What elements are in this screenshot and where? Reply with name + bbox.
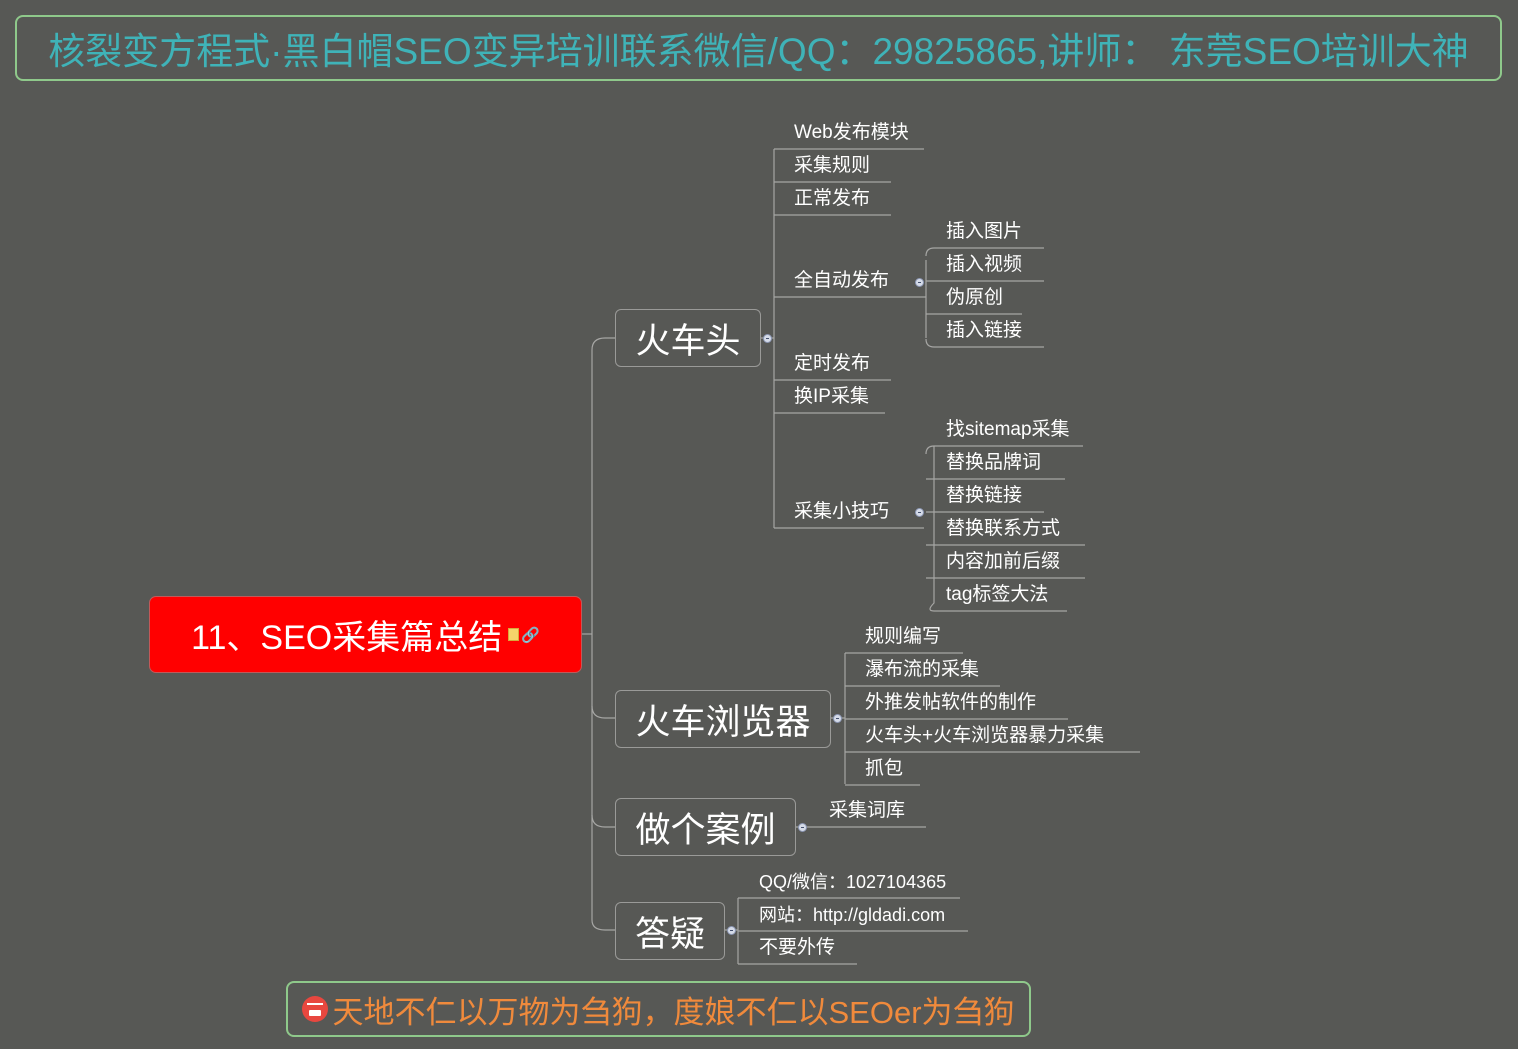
topic-item[interactable]: 采集小技巧 xyxy=(794,501,890,522)
branch-qa[interactable]: 答疑 xyxy=(615,902,725,960)
header-banner: 核裂变方程式·黑白帽SEO变异培训联系微信/QQ：29825865,讲师： 东莞… xyxy=(15,15,1502,81)
topic-item[interactable]: 全自动发布 xyxy=(794,270,890,291)
collapse-toggle-icon[interactable] xyxy=(915,278,924,287)
root-topic-label: 11、SEO采集篇总结 xyxy=(191,619,503,657)
topic-item[interactable]: 替换联系方式 xyxy=(946,518,1061,539)
topic-item[interactable]: 替换品牌词 xyxy=(946,452,1042,473)
footer-banner: 天地不仁以万物为刍狗，度娘不仁以SEOer为刍狗 xyxy=(286,981,1031,1037)
topic-item[interactable]: 找sitemap采集 xyxy=(946,419,1070,440)
topic-item[interactable]: QQ/微信：1027104365 xyxy=(759,872,947,892)
topic-item[interactable]: Web发布模块 xyxy=(794,122,909,143)
topic-item[interactable]: 网站：http://gldadi.com xyxy=(759,905,946,925)
branch-label: 火车浏览器 xyxy=(635,702,811,742)
collapse-toggle-icon[interactable] xyxy=(833,714,842,723)
topic-item[interactable]: tag标签大法 xyxy=(946,584,1049,605)
root-topic[interactable]: 11、SEO采集篇总结 🔗 xyxy=(149,596,582,673)
topic-item[interactable]: 采集规则 xyxy=(794,155,871,176)
topic-item[interactable]: 换IP采集 xyxy=(794,386,869,407)
topic-item[interactable]: 瀑布流的采集 xyxy=(865,659,980,680)
topic-item[interactable]: 外推发帖软件的制作 xyxy=(865,692,1037,713)
link-icon[interactable]: 🔗 xyxy=(521,626,540,644)
topic-item[interactable]: 插入视频 xyxy=(946,254,1023,275)
topic-item[interactable]: 内容加前后缀 xyxy=(946,551,1061,572)
branch-case-study[interactable]: 做个案例 xyxy=(615,798,796,856)
topic-item[interactable]: 采集词库 xyxy=(829,800,906,821)
branch-label: 做个案例 xyxy=(635,810,776,850)
topic-item[interactable]: 插入图片 xyxy=(946,221,1023,242)
topic-item[interactable]: 火车头+火车浏览器暴力采集 xyxy=(865,725,1105,746)
topic-item[interactable]: 定时发布 xyxy=(794,353,871,374)
topic-item[interactable]: 抓包 xyxy=(865,758,904,779)
topic-item[interactable]: 规则编写 xyxy=(865,626,942,647)
header-banner-text: 核裂变方程式·黑白帽SEO变异培训联系微信/QQ：29825865,讲师： 东莞… xyxy=(48,31,1469,72)
topic-item[interactable]: 插入链接 xyxy=(946,320,1023,341)
angry-face-icon xyxy=(302,996,329,1022)
topic-item[interactable]: 替换链接 xyxy=(946,485,1023,506)
collapse-toggle-icon[interactable] xyxy=(763,334,772,343)
collapse-toggle-icon[interactable] xyxy=(915,508,924,517)
note-icon[interactable] xyxy=(508,628,520,641)
branch-huoche-browser[interactable]: 火车浏览器 xyxy=(615,690,831,748)
footer-banner-text: 天地不仁以万物为刍狗，度娘不仁以SEOer为刍狗 xyxy=(332,994,1015,1030)
topic-item[interactable]: 不要外传 xyxy=(759,937,836,958)
collapse-toggle-icon[interactable] xyxy=(727,926,736,935)
collapse-toggle-icon[interactable] xyxy=(798,823,807,832)
topic-item[interactable]: 伪原创 xyxy=(946,287,1004,308)
branch-huochetou[interactable]: 火车头 xyxy=(615,309,761,367)
branch-label: 答疑 xyxy=(634,914,705,954)
topic-item[interactable]: 正常发布 xyxy=(794,188,871,209)
branch-label: 火车头 xyxy=(635,321,741,361)
